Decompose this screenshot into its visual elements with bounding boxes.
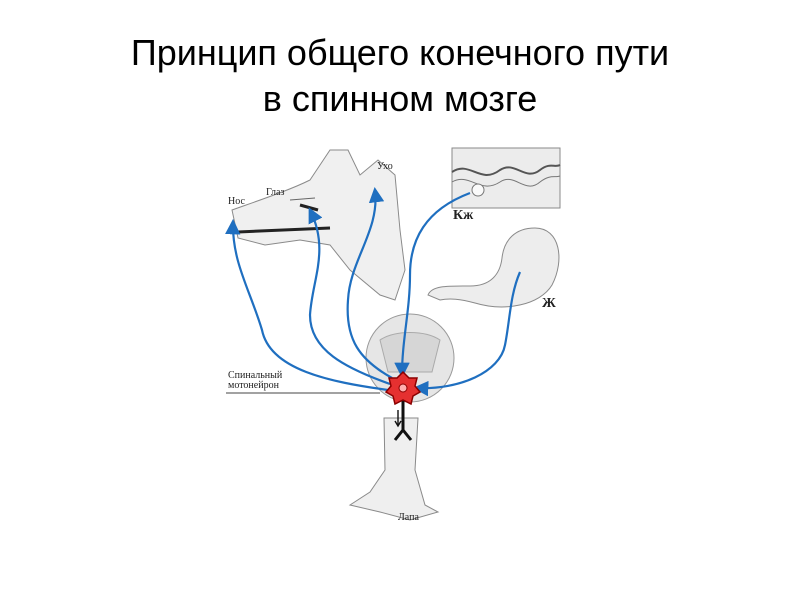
common-final-path-diagram: Нос Глаз Ухо Кж Ж Спинальный мотонейрон … — [220, 138, 580, 540]
pathway-skin — [394, 191, 471, 379]
paw-drawing — [348, 417, 440, 521]
slide-title: Принцип общего конечного пути в спинном … — [0, 30, 800, 122]
skin-section-drawing — [451, 147, 561, 209]
afferent-pathways — [225, 186, 522, 397]
slide-title-line2: в спинном мозге — [262, 78, 538, 119]
label-stomach: Ж — [542, 296, 556, 311]
efferent-fibre — [393, 398, 413, 441]
spinal-cord-section-drawing — [365, 313, 455, 403]
diagram-canvas — [225, 147, 561, 521]
label-paw: Лапа — [398, 512, 419, 523]
slide-title-line1: Принцип общего конечного пути — [130, 32, 670, 73]
stomach-drawing — [427, 227, 560, 308]
pathway-eye — [308, 207, 391, 386]
label-nose: Нос — [228, 196, 245, 207]
dog-head-drawing — [231, 149, 406, 301]
label-skin: Кж — [453, 208, 474, 223]
label-motoneuron-line1: Спинальный — [228, 370, 283, 381]
label-ear: Ухо — [377, 161, 393, 172]
motoneuron-icon — [384, 370, 422, 406]
label-motoneuron-line2: мотонейрон — [228, 380, 279, 391]
pathway-nose — [225, 218, 389, 392]
label-eye: Глаз — [266, 187, 285, 198]
pathway-ear — [346, 186, 393, 379]
pathway-stomach — [412, 271, 522, 397]
